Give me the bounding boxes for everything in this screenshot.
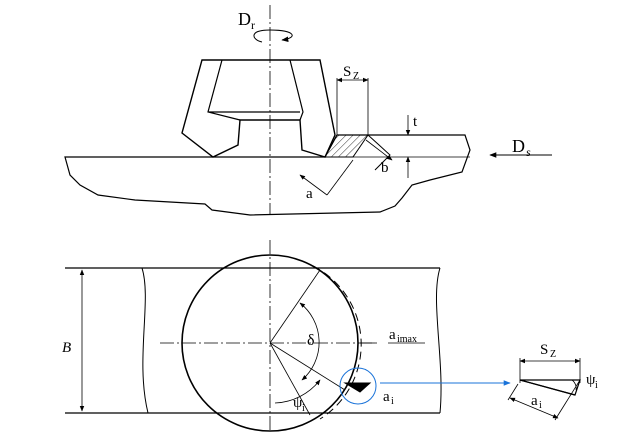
label-psi: ψ: [293, 395, 303, 411]
label-psi2-sub: i: [595, 380, 598, 391]
label-ai-sub: i: [391, 396, 394, 407]
label-t: t: [413, 114, 418, 130]
label-a: a: [306, 186, 313, 202]
label-sz2: S: [540, 342, 548, 358]
workpiece-outline: [64, 134, 471, 216]
tool-tip: [367, 134, 391, 171]
detail-view: [507, 358, 581, 421]
label-delta: δ: [307, 332, 315, 349]
label-psi-sub: i: [302, 403, 305, 414]
label-ds: D: [512, 136, 525, 156]
label-sz-sub: Z: [353, 71, 359, 82]
detail-circle: [339, 367, 377, 405]
dim-a-line: [299, 174, 328, 196]
cutter-body: [181, 59, 336, 158]
label-psi2: ψ: [586, 372, 596, 388]
tooth-small: [343, 382, 372, 393]
labels: D r S Z t b a D s B δ a imax ψ i a i S Z…: [62, 9, 598, 414]
label-sz2-sub: Z: [550, 349, 556, 360]
label-aimax: a: [389, 327, 396, 343]
label-dr-sub: r: [251, 18, 255, 32]
label-ds-sub: s: [526, 145, 531, 159]
label-ai: a: [383, 389, 390, 405]
cutter-inner: [207, 59, 304, 121]
label-sz: S: [343, 64, 351, 80]
dashed-circle: [312, 265, 362, 420]
rotation-arrow: [253, 29, 293, 43]
label-B: B: [62, 340, 71, 356]
side-view: [64, 5, 552, 216]
label-aimax-sub: imax: [397, 334, 417, 345]
label-b: b: [381, 160, 389, 176]
label-ai2-sub: i: [539, 400, 542, 411]
chip-section: [324, 134, 369, 158]
label-dr: D: [238, 9, 251, 29]
plan-view: [65, 240, 511, 432]
label-ai2: a: [531, 393, 538, 409]
